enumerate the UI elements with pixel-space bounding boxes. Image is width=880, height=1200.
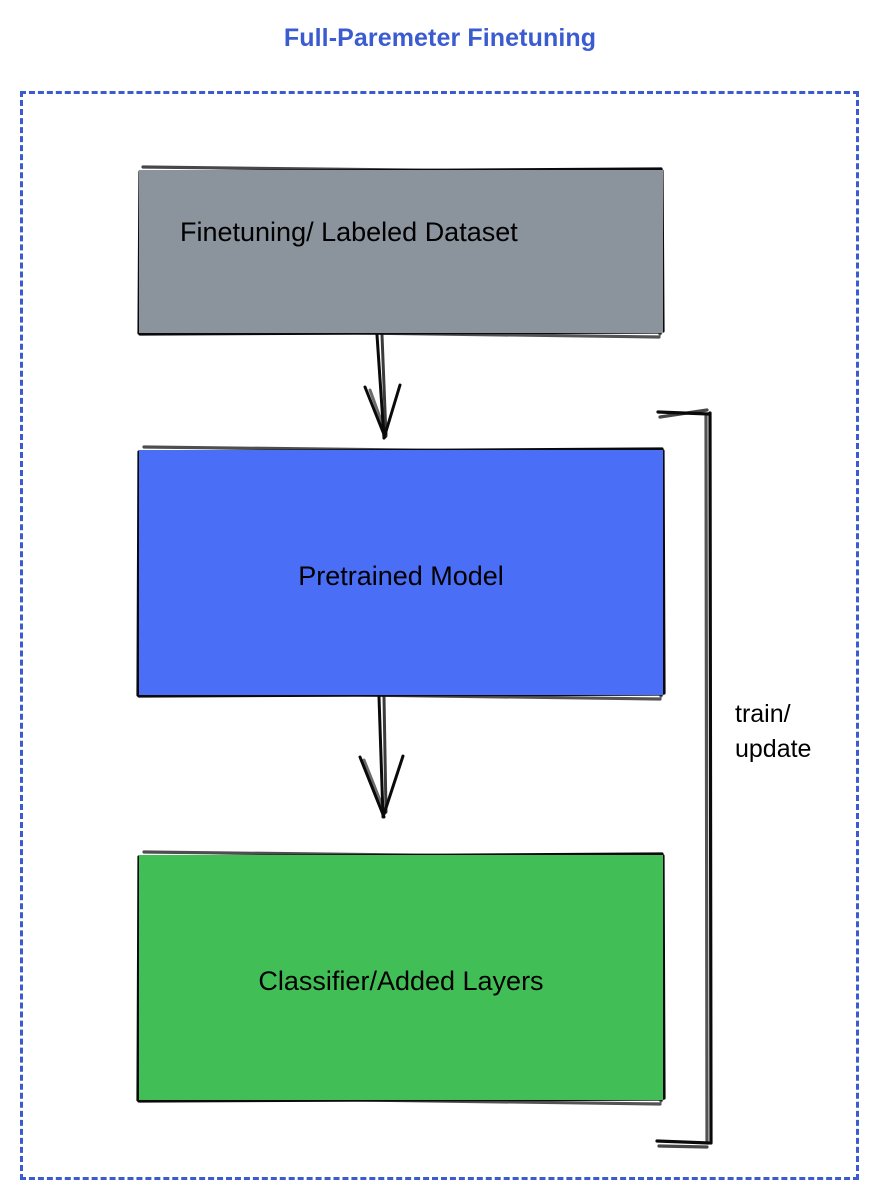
node-dataset-label: Finetuning/ Labeled Dataset <box>180 217 518 247</box>
node-pretrained-model[interactable]: Pretrained Model <box>139 450 663 695</box>
page-title: Full-Paremeter Finetuning <box>283 24 597 52</box>
node-pretrained-model-label: Pretrained Model <box>298 560 504 591</box>
node-dataset[interactable]: Finetuning/ Labeled Dataset <box>139 170 663 333</box>
feedback-loop-label: train/ update <box>735 700 812 763</box>
dashed-container-frame <box>20 91 859 1180</box>
node-classifier-added-layers[interactable]: Classifier/Added Layers <box>139 855 663 1100</box>
node-classifier-added-layers-label: Classifier/Added Layers <box>258 965 544 996</box>
